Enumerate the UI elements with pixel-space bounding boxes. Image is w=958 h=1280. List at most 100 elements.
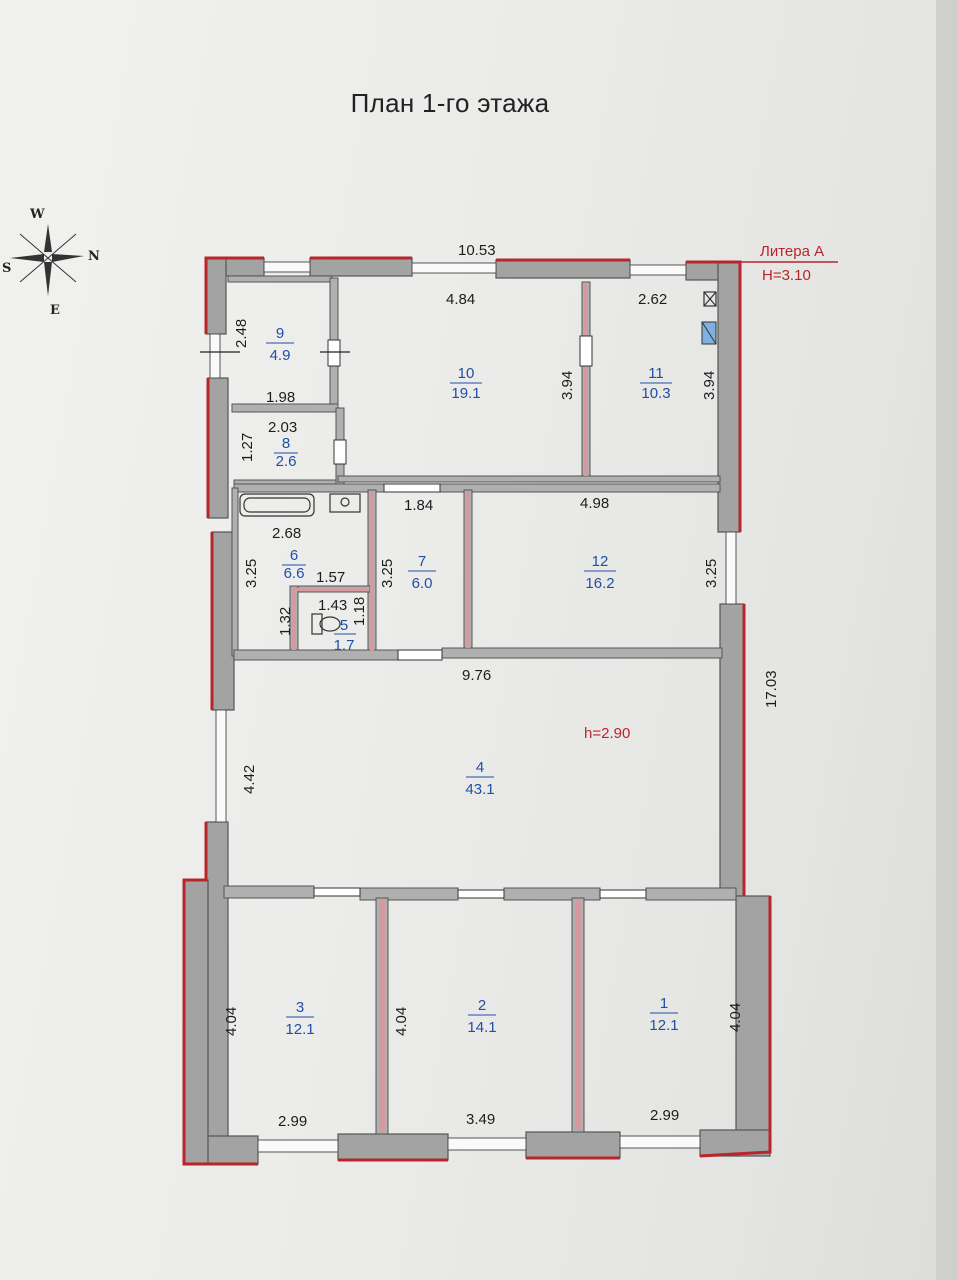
red-edge-9 [182, 822, 258, 1166]
compass-needle-down [44, 262, 52, 296]
room-number: 9 [276, 325, 284, 342]
room-7: 7 6.0 [408, 553, 436, 592]
dim-442: 4.42 [241, 765, 258, 794]
pink-5 [292, 588, 296, 650]
room-9: 9 4.9 [266, 325, 294, 364]
room-area: 12.1 [649, 1017, 678, 1034]
room-area: 14.1 [467, 1019, 496, 1036]
room-1: 1 12.1 [649, 995, 678, 1034]
plan-title: План 1-го этажа [350, 88, 550, 118]
room-2: 2 14.1 [467, 997, 496, 1036]
dim-157: 1.57 [316, 569, 345, 586]
dim-299-b: 2.99 [650, 1107, 679, 1124]
dim-394-a: 3.94 [559, 371, 576, 400]
wall-top-3 [495, 259, 631, 279]
door-2 [457, 889, 505, 899]
room-number: 3 [296, 999, 304, 1016]
dim-325-b: 3.25 [379, 559, 396, 588]
pink-2-1 [575, 900, 581, 1130]
room-area: 10.3 [641, 385, 670, 402]
doors [313, 335, 647, 899]
wall-top-2 [309, 257, 413, 277]
wall-left-1 [205, 257, 227, 335]
window-7 [257, 1139, 339, 1153]
bathtub [239, 493, 315, 517]
toilet-bowl [319, 616, 341, 632]
dim-325-c: 3.25 [703, 559, 720, 588]
dim-127: 1.27 [239, 433, 256, 462]
wall-right-3 [735, 895, 771, 1153]
fixtures [239, 291, 717, 635]
room-number: 12 [592, 553, 609, 570]
room-number: 1 [660, 995, 668, 1012]
room-12: 12 16.2 [584, 553, 616, 592]
compass-needle-left [10, 254, 44, 262]
room-6: 6 6.6 [282, 547, 306, 582]
room-area: 12.1 [285, 1021, 314, 1038]
room-8: 8 2.6 [274, 435, 298, 470]
litera-label: Литера A [760, 243, 824, 260]
dim-268: 2.68 [272, 525, 301, 542]
door-hall [397, 649, 443, 661]
ceiling-height-note: h=2.90 [584, 725, 630, 742]
compass-needle-up [44, 224, 52, 252]
dim-248: 2.48 [233, 319, 250, 348]
room-number: 5 [340, 617, 348, 634]
dim-198: 1.98 [266, 389, 295, 406]
room-4: 4 43.1 [465, 759, 494, 798]
wall-left-3 [211, 531, 235, 711]
wall-bottom-left-corner [183, 879, 209, 1165]
wall-bottom-3 [525, 1131, 621, 1159]
door-corridor [383, 483, 441, 493]
wall-right-2 [719, 603, 745, 897]
room-number: 10 [458, 365, 475, 382]
toilet-tank [311, 613, 323, 635]
pink-3-2 [379, 900, 385, 1132]
room-area: 6.6 [284, 565, 305, 582]
compass-s: S [2, 261, 11, 276]
dim-total-width: 10.53 [458, 242, 496, 259]
window-6 [725, 531, 737, 605]
exterior-red-outline [182, 256, 772, 1166]
room-area: 2.6 [276, 453, 297, 470]
window-2 [411, 262, 497, 274]
dim-143: 1.43 [318, 597, 347, 614]
window-1 [263, 261, 311, 273]
door-10-11 [579, 335, 593, 367]
compass-needle-right [52, 254, 84, 262]
door-8 [333, 439, 347, 465]
door-3 [313, 887, 361, 897]
boiler [701, 321, 717, 345]
room-labels: 1 12.1 2 14.1 3 12.1 4 43.1 5 1.7 6 6.6 [266, 325, 679, 1038]
room-area: 43.1 [465, 781, 494, 798]
wall-hall-top-2 [441, 647, 723, 659]
window-4 [209, 333, 221, 379]
window-9 [619, 1135, 701, 1149]
room-11: 11 10.3 [640, 365, 672, 402]
wall-10-11-bottom [337, 475, 721, 483]
pink-6-7 [370, 492, 374, 652]
room-area: 4.9 [270, 347, 291, 364]
dim-498: 4.98 [580, 495, 609, 512]
partition-highlights [292, 284, 588, 1132]
wall-hall-bottom-4 [645, 887, 737, 901]
vent-box [703, 291, 717, 307]
room-number: 8 [282, 435, 290, 452]
compass: W N S E [2, 207, 100, 318]
room-number: 6 [290, 547, 298, 564]
dim-184: 1.84 [404, 497, 433, 514]
room-area: 6.0 [412, 575, 433, 592]
dim-118: 1.18 [351, 597, 368, 626]
wall-bottom-2 [337, 1133, 449, 1161]
wall-hall-bottom-3 [503, 887, 601, 901]
compass-diag-2 [19, 233, 77, 283]
wall-9-top [227, 275, 333, 283]
wall-left-2 [207, 377, 229, 519]
wall-hall-bottom-2 [359, 887, 459, 901]
dim-262: 2.62 [638, 291, 667, 308]
wall-6-left [231, 487, 239, 657]
window-8 [447, 1137, 527, 1151]
room-number: 4 [476, 759, 484, 776]
